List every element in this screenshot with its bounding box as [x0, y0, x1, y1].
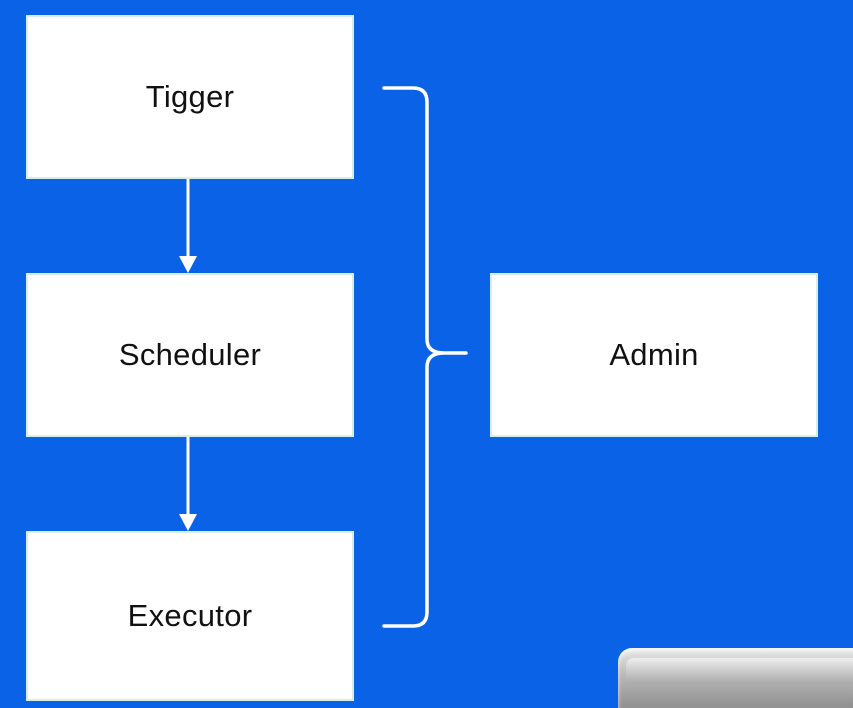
admin-node: Admin — [490, 273, 818, 437]
executor-label: Executor — [127, 598, 253, 633]
group-brace — [382, 86, 468, 628]
tigger-node: Tigger — [26, 15, 354, 179]
scheduler-node: Scheduler — [26, 273, 354, 437]
arrow-scheduler-to-executor — [179, 437, 197, 531]
tigger-label: Tigger — [145, 79, 235, 114]
corner-device-image — [618, 648, 853, 708]
arrow-tigger-to-scheduler — [179, 179, 197, 273]
executor-node: Executor — [26, 531, 354, 701]
scheduler-label: Scheduler — [118, 337, 262, 372]
admin-label: Admin — [609, 337, 699, 372]
